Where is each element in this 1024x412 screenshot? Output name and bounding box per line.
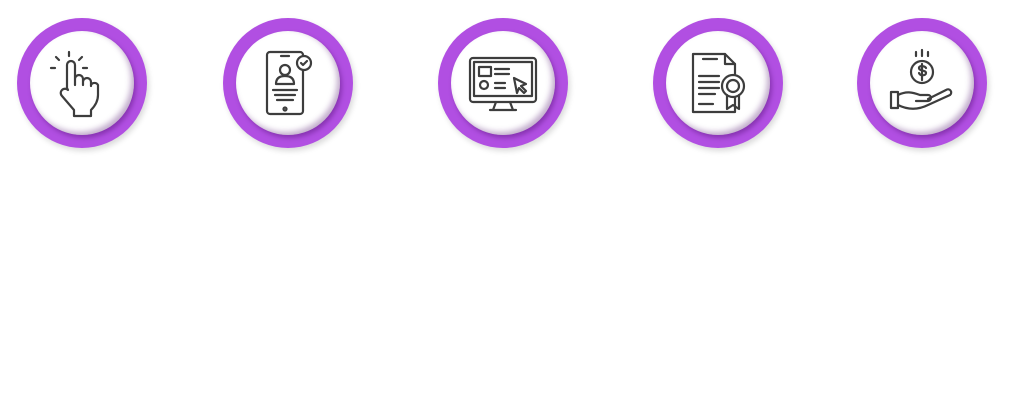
badge-tablet-profile xyxy=(223,18,353,148)
badge-certificate xyxy=(653,18,783,148)
monitor-dashboard-cursor-icon xyxy=(468,56,538,112)
tap-hand-icon xyxy=(49,50,100,118)
certificate-document-icon xyxy=(691,52,746,114)
hand-dollar-coin-icon xyxy=(889,48,953,110)
badge-monitor xyxy=(438,18,568,148)
badge-tap xyxy=(17,18,147,148)
badge-hand-dollar xyxy=(857,18,987,148)
tablet-profile-check-icon xyxy=(265,50,313,116)
